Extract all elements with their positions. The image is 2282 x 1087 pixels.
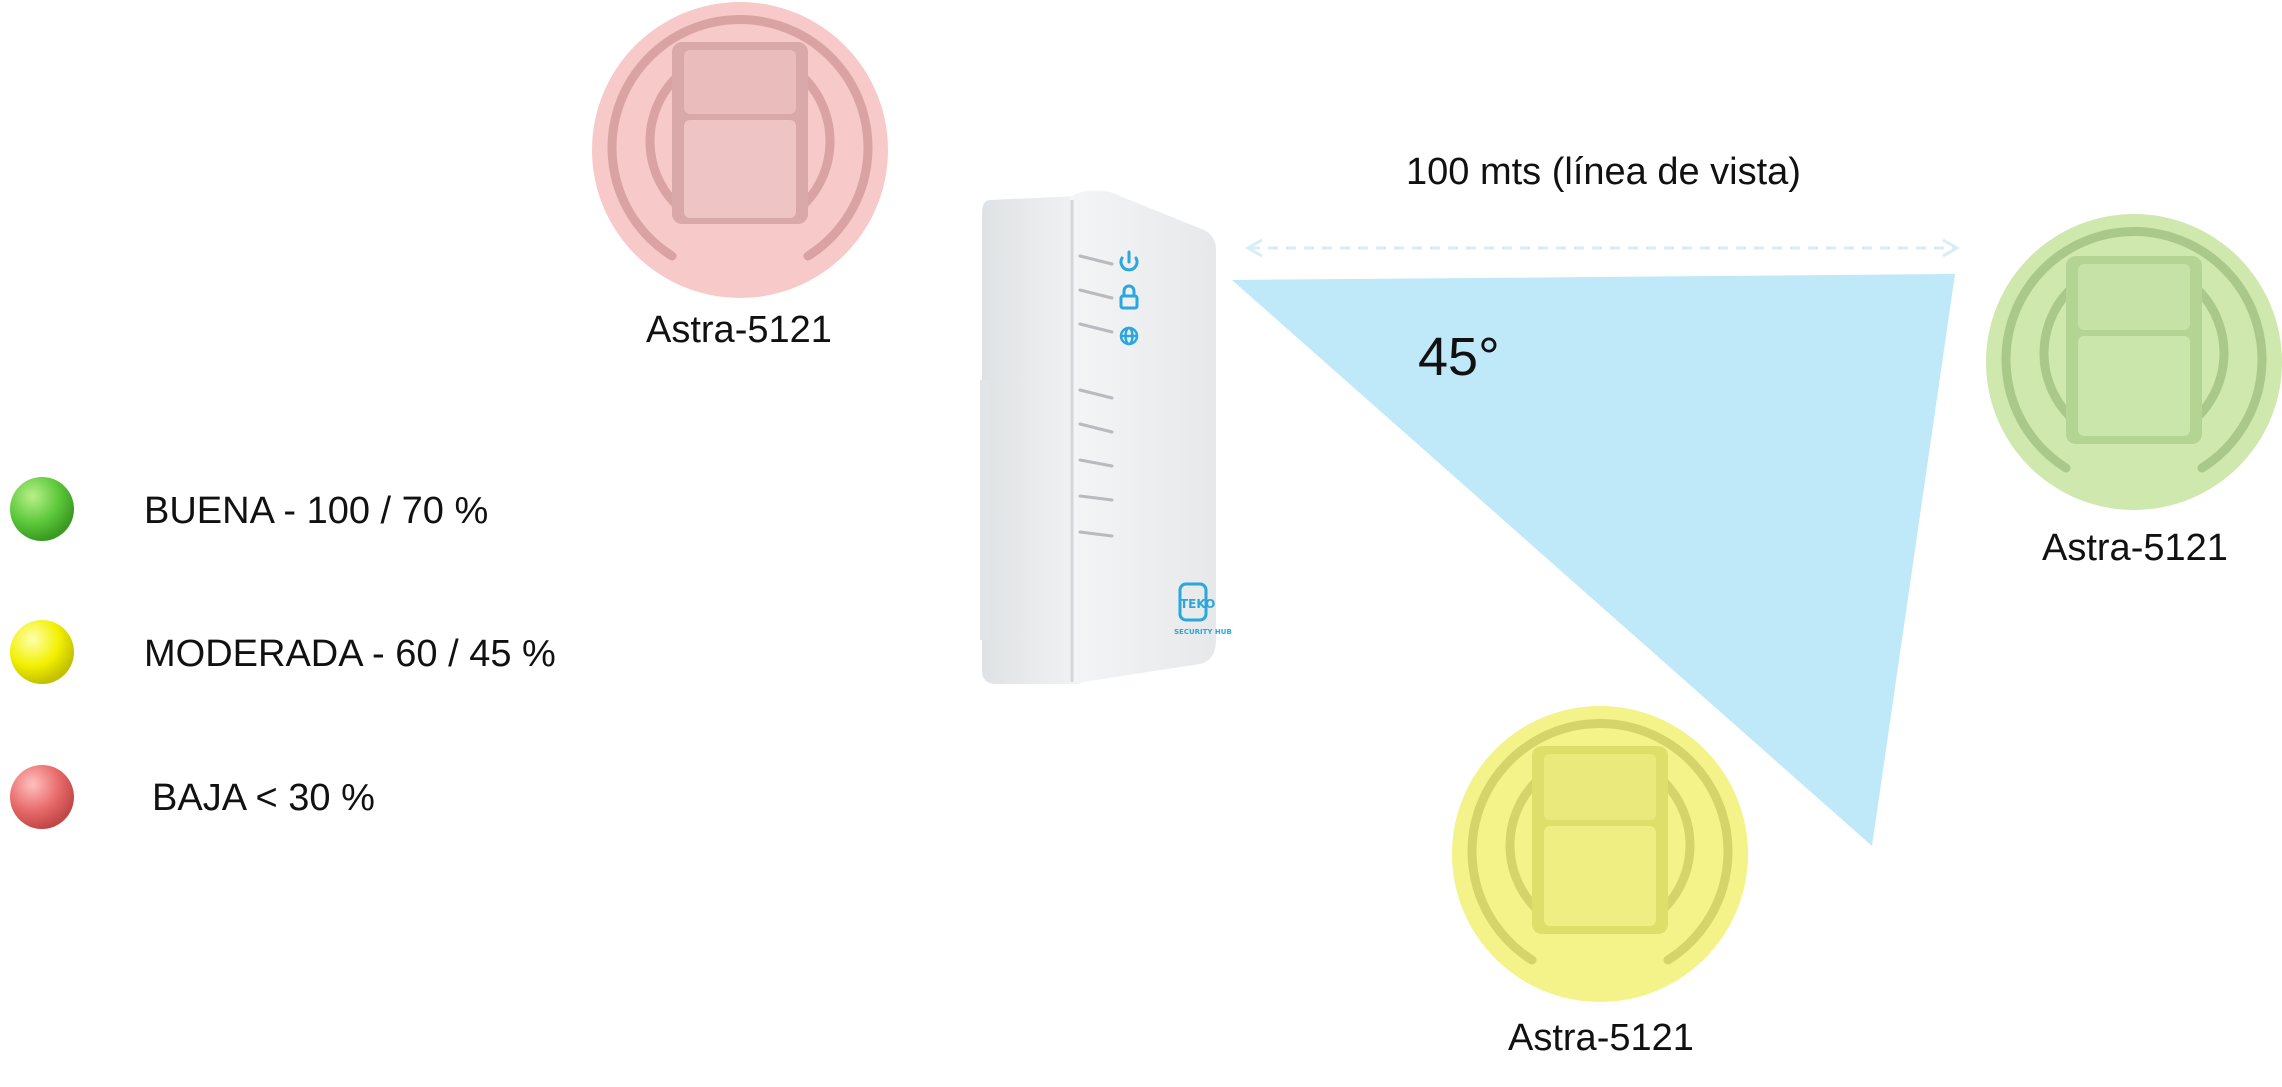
- distance-label: 100 mts (línea de vista): [1406, 151, 1801, 193]
- lock-icon: [1119, 284, 1139, 310]
- legend: BUENA - 100 / 70 % MODERADA - 60 / 45 % …: [10, 477, 556, 829]
- legend-item-good: BUENA - 100 / 70 %: [10, 477, 488, 541]
- sensor-yellow: Astra-5121: [1452, 706, 1748, 1059]
- sensor-label-green: Astra-5121: [2042, 527, 2228, 569]
- legend-item-moderate: MODERADA - 60 / 45 %: [10, 620, 556, 684]
- legend-label-moderate: MODERADA - 60 / 45 %: [144, 633, 556, 675]
- hub-side-panel: [982, 196, 1080, 684]
- sensor-label-red: Astra-5121: [646, 309, 832, 351]
- power-icon: [1119, 250, 1139, 272]
- hub-brand: TEKO: [1180, 597, 1215, 611]
- legend-item-low: BAJA < 30 %: [10, 765, 375, 829]
- motion-sensor-device-yellow: [1532, 746, 1668, 934]
- sensor-label-yellow: Astra-5121: [1508, 1017, 1694, 1059]
- legend-dot-yellow: [10, 620, 74, 684]
- motion-sensor-device-green: [2066, 256, 2202, 444]
- hub-front-panel: [1070, 190, 1216, 684]
- security-hub: TEKO SECURITY HUB: [980, 190, 1232, 684]
- teko-logo: TEKO SECURITY HUB: [1174, 582, 1232, 636]
- motion-sensor-device-red: [672, 42, 808, 224]
- legend-label-good: BUENA - 100 / 70 %: [144, 490, 488, 532]
- legend-dot-green: [10, 477, 74, 541]
- coverage-wedge: [1232, 274, 1955, 846]
- legend-label-low: BAJA < 30 %: [152, 777, 375, 819]
- sensor-green: Astra-5121: [1986, 214, 2282, 569]
- hub-subtitle: SECURITY HUB: [1174, 628, 1232, 636]
- sensor-red: Astra-5121: [592, 2, 888, 351]
- globe-icon: [1119, 326, 1139, 346]
- legend-dot-red: [10, 765, 74, 829]
- angle-label: 45°: [1418, 327, 1500, 387]
- distance-line: [1244, 238, 1961, 258]
